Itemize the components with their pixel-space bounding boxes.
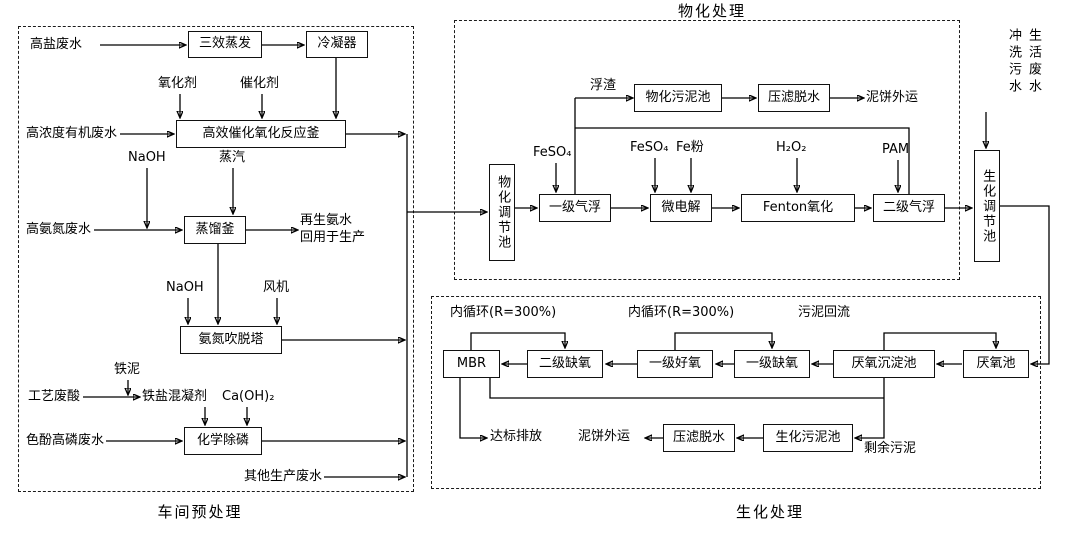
reagent-naoh-2: NaOH [166, 280, 204, 295]
reagent-catalyst: 催化剂 [240, 76, 280, 91]
stream-flushing-wastewater: 冲洗污水 [1006, 28, 1021, 96]
unit-primary-flotation: 一级气浮 [539, 194, 611, 222]
unit-biochem-filter-press: 压滤脱水 [663, 424, 735, 452]
unit-physchem-equalization-tank: 物化调节池 [489, 164, 515, 261]
unit-primary-anoxic: 一级缺氧 [734, 350, 810, 378]
flow-mbr-discharge [459, 378, 486, 438]
biochem-section-frame [431, 296, 1041, 489]
unit-physchem-sludge-tank: 物化污泥池 [634, 84, 722, 112]
physchem-caption: 物化处理 [677, 2, 746, 20]
unit-mbr: MBR [443, 350, 500, 378]
unit-anaerobic-tank: 厌氧池 [963, 350, 1029, 378]
reagent-h2o2: H₂O₂ [776, 140, 807, 155]
unit-distillation-kettle: 蒸馏釜 [184, 216, 246, 244]
unit-biochem-equalization-tank: 生化调节池 [974, 150, 1000, 262]
stream-high-salt: 高盐废水 [30, 37, 83, 52]
unit-anaerobic-settling-tank: 厌氧沉淀池 [833, 350, 935, 378]
reagent-naoh-1: NaOH [128, 150, 166, 165]
physchem-section-frame [454, 20, 960, 280]
unit-catalytic-oxidation-reactor: 高效催化氧化反应釜 [176, 120, 346, 148]
flow-recycle-aerobic1-anoxic1 [674, 332, 772, 350]
reagent-oxidant: 氧化剂 [158, 76, 198, 91]
unit-primary-aerobic: 一级好氧 [637, 350, 713, 378]
reagent-fe-powder: Fe粉 [676, 140, 704, 155]
unit-secondary-flotation: 二级气浮 [873, 194, 945, 222]
flow-excess-sludge [856, 378, 885, 438]
stream-high-conc-organic: 高浓度有机废水 [26, 126, 118, 141]
reagent-feso4-flotation: FeSO₄ [533, 145, 572, 160]
label-sludge-return: 污泥回流 [798, 305, 851, 320]
reagent-steam: 蒸汽 [219, 150, 246, 165]
flow-recycle-mbr-anoxic2 [470, 332, 565, 350]
flow-mbr-sludgeline [489, 378, 884, 399]
pretreatment-section-frame [18, 26, 414, 492]
unit-chemical-phosphorus-removal: 化学除磷 [184, 427, 262, 455]
pretreatment-caption: 车间预处理 [157, 503, 243, 521]
flow-bioequalization-anaerobic [1000, 205, 1050, 364]
stream-domestic-wastewater: 生活废水 [1026, 28, 1041, 96]
flow-sludge-return [883, 332, 996, 350]
label-internal-recycle-left: 内循环(R=300%) [450, 305, 557, 320]
flow-flotation2-scum-riser [575, 127, 910, 194]
reagent-pam: PAM [882, 142, 910, 157]
unit-triple-effect-evaporation: 三效蒸发 [188, 31, 262, 58]
unit-condenser: 冷凝器 [306, 31, 368, 58]
label-scum: 浮渣 [590, 78, 617, 93]
biochem-caption: 生化处理 [735, 503, 804, 521]
label-excess-sludge: 剩余污泥 [864, 441, 917, 456]
stream-high-ammonia: 高氨氮废水 [26, 222, 92, 237]
reagent-fan: 风机 [263, 280, 290, 295]
unit-micro-electrolysis: 微电解 [650, 194, 712, 222]
reagent-lime: Ca(OH)₂ [222, 389, 275, 404]
stream-waste-acid: 工艺废酸 [28, 389, 81, 404]
stream-phenol-phosphorus: 色酚高磷废水 [26, 433, 105, 448]
reagent-feso4-electrolysis: FeSO₄ [630, 140, 669, 155]
reagent-iron-sludge: 铁泥 [114, 362, 141, 377]
unit-secondary-anoxic: 二级缺氧 [527, 350, 603, 378]
reagent-iron-coagulant: 铁盐混凝剂 [142, 389, 208, 404]
stream-other-production: 其他生产废水 [244, 469, 323, 484]
label-sludge-cake-out-bottom: 泥饼外运 [578, 429, 631, 444]
unit-fenton-oxidation: Fenton氧化 [741, 194, 855, 222]
label-discharge: 达标排放 [490, 429, 543, 444]
unit-biochem-sludge-tank: 生化污泥池 [763, 424, 853, 452]
unit-physchem-filter-press: 压滤脱水 [758, 84, 830, 112]
label-sludge-cake-out-top: 泥饼外运 [866, 90, 919, 105]
unit-ammonia-stripping-tower: 氨氮吹脱塔 [180, 326, 282, 354]
label-internal-recycle-right: 内循环(R=300%) [628, 305, 735, 320]
note-ammonia-reuse-line2: 回用于生产 [300, 230, 366, 245]
note-ammonia-reuse-line1: 再生氨水 [300, 213, 353, 228]
